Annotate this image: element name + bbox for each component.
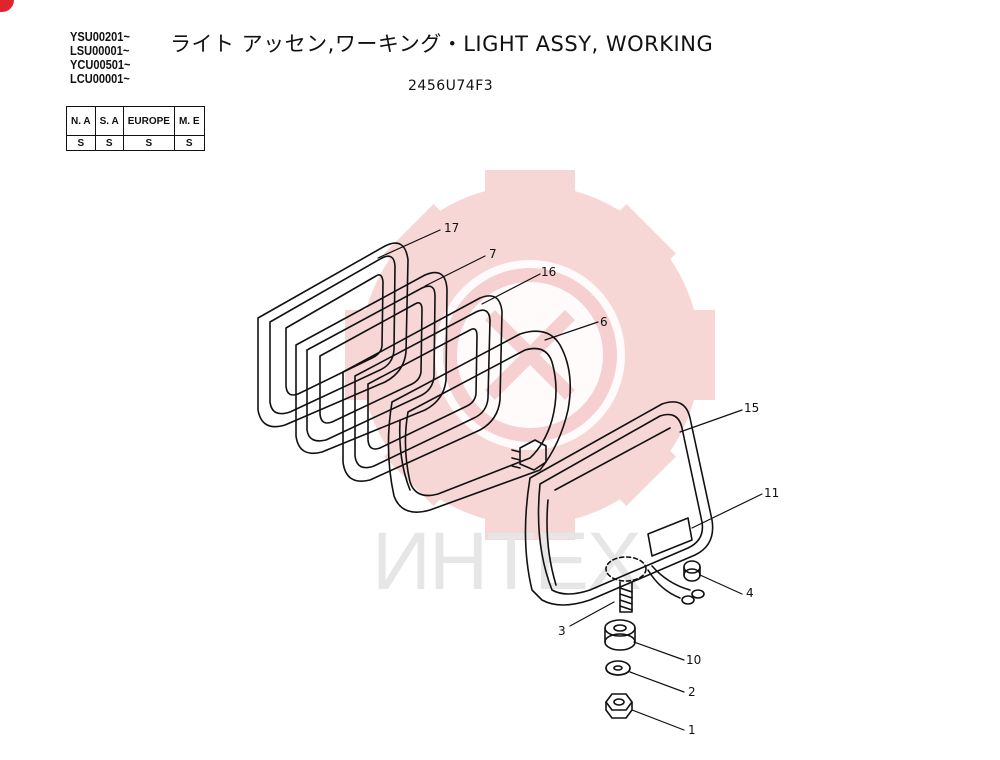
callout-4: 4 — [746, 586, 754, 600]
callout-6: 6 — [600, 315, 608, 329]
lamp-unit-6-shape — [387, 330, 572, 513]
serial-range: YSU00201~ — [70, 29, 130, 44]
gasket-17-shape — [257, 242, 409, 428]
callout-10: 10 — [686, 653, 701, 667]
callout-15: 15 — [744, 401, 759, 415]
callout-1: 1 — [688, 723, 696, 737]
leader-lines — [377, 229, 763, 731]
gasket-7-shape — [295, 271, 448, 455]
callout-2: 2 — [688, 685, 696, 699]
region-header: M. E — [173, 106, 205, 136]
callout-3: 3 — [558, 624, 566, 638]
bolt-3-shape — [619, 581, 633, 613]
watermark-text: ИНТЕХ — [372, 516, 642, 607]
page-title: ライト アッセン,ワーキング・LIGHT ASSY, WORKING — [170, 32, 714, 56]
serial-range: YCU00501~ — [70, 57, 131, 72]
regions-table: N. A S. A EUROPE M. E S S S S — [66, 106, 205, 151]
grommet-4-shape — [683, 560, 701, 582]
hex-nut-1-shape — [605, 693, 633, 719]
callout-16: 16 — [541, 265, 556, 279]
serial-range: LCU00001~ — [70, 71, 130, 86]
serial-ranges: YSU00201~ LSU00001~ YCU00501~ LCU00001~ — [70, 30, 131, 86]
washer-2-shape — [605, 660, 631, 676]
wire-harness-shape — [647, 565, 705, 605]
serial-range: LSU00001~ — [70, 43, 130, 58]
spacer-10-shape — [604, 619, 636, 651]
housing-15-shape — [524, 401, 714, 606]
callout-17: 17 — [444, 221, 459, 235]
callout-11: 11 — [764, 486, 779, 500]
region-value: S — [173, 135, 205, 151]
drawing-number: 2456U74F3 — [408, 78, 494, 94]
callout-7: 7 — [489, 247, 497, 261]
region-value: S — [122, 135, 175, 151]
